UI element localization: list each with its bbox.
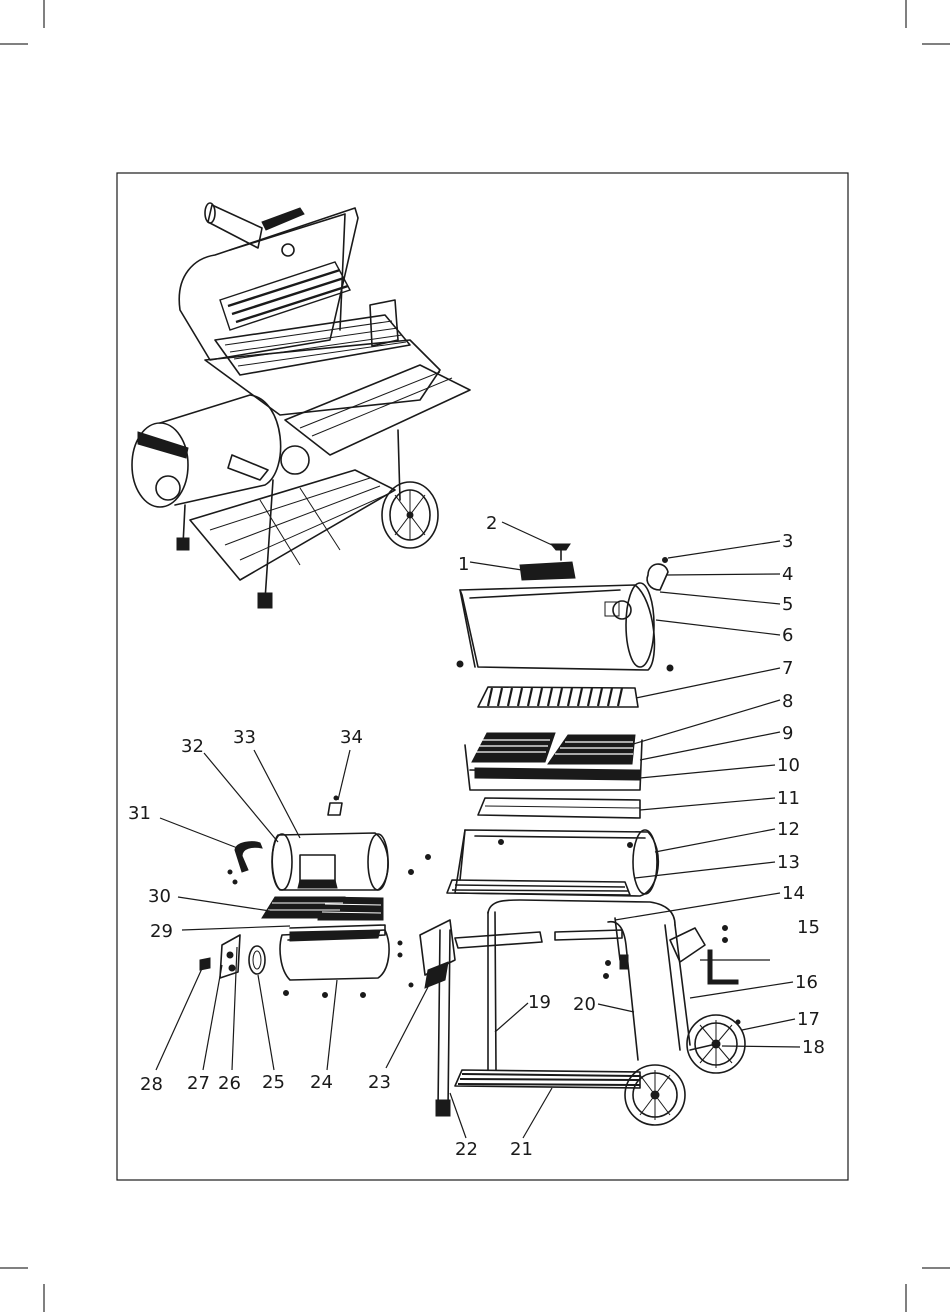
callout-14: 14 (782, 883, 805, 904)
callout-11: 11 (777, 788, 800, 809)
assembled-smoker-illustration (132, 203, 470, 608)
callout-10: 10 (777, 755, 800, 776)
callout-7: 7 (782, 658, 793, 679)
callout-20: 20 (573, 994, 596, 1015)
callout-18: 18 (802, 1037, 825, 1058)
callout-31: 31 (128, 803, 151, 824)
callout-19: 19 (528, 992, 551, 1013)
callout-32: 32 (181, 736, 204, 757)
callout-25: 25 (262, 1072, 285, 1093)
callout-8: 8 (782, 691, 793, 712)
callout-22: 22 (455, 1139, 478, 1160)
callout-16: 16 (795, 972, 818, 993)
callout-24: 24 (310, 1072, 333, 1093)
callout-9: 9 (782, 723, 793, 744)
callout-3: 3 (782, 531, 793, 552)
callout-12: 12 (777, 819, 800, 840)
callout-13: 13 (777, 852, 800, 873)
callout-5: 5 (782, 594, 793, 615)
callout-30: 30 (148, 886, 171, 907)
callout-28: 28 (140, 1074, 163, 1095)
callout-26: 26 (218, 1073, 241, 1094)
callout-23: 23 (368, 1072, 391, 1093)
exploded-parts (200, 544, 745, 1125)
callout-15: 15 (797, 917, 820, 938)
callout-27: 27 (187, 1073, 210, 1094)
callout-34: 34 (340, 727, 363, 748)
callout-4: 4 (782, 564, 793, 585)
callout-21: 21 (510, 1139, 533, 1160)
callout-29: 29 (150, 921, 173, 942)
callout-2: 2 (486, 513, 497, 534)
callout-6: 6 (782, 625, 793, 646)
callout-33: 33 (233, 727, 256, 748)
callout-1: 1 (458, 554, 469, 575)
callout-17: 17 (797, 1009, 820, 1030)
